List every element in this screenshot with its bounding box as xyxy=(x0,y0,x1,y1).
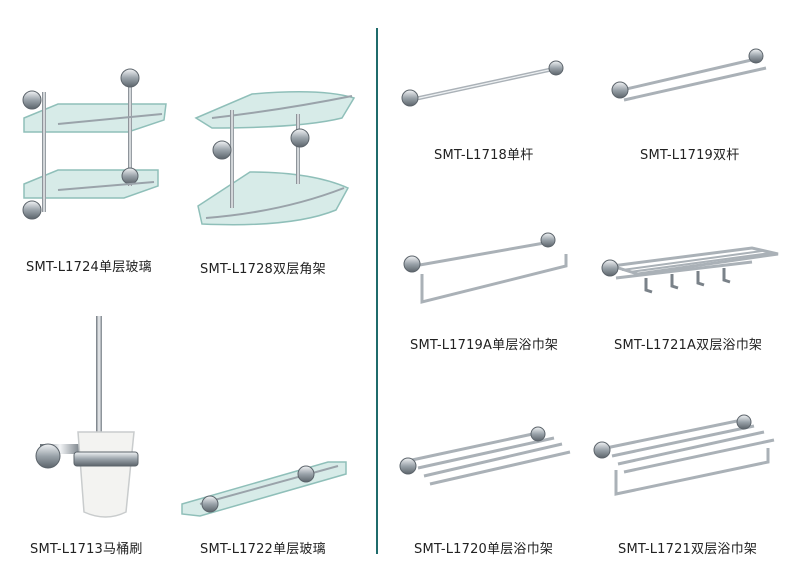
corner-glass-shelf-icon xyxy=(194,91,356,226)
single-towel-bar-icon xyxy=(401,60,564,107)
product-label: SMT-L1724单层玻璃 xyxy=(26,260,152,275)
single-towel-rack-icon xyxy=(399,426,571,486)
product-label: SMT-L1719双杆 xyxy=(640,148,740,163)
product-label: SMT-L1721A双层浴巾架 xyxy=(614,338,763,353)
product-card-l1713[interactable]: SMT-L1713马桶刷 xyxy=(22,312,182,562)
toilet-brush-holder-icon xyxy=(35,316,139,518)
product-label: SMT-L1713马桶刷 xyxy=(30,542,143,557)
product-label: SMT-L1728双层角架 xyxy=(200,262,326,277)
product-label: SMT-L1721双层浴巾架 xyxy=(618,542,758,557)
product-card-l1728[interactable]: SMT-L1728双层角架 xyxy=(192,88,362,277)
product-card-l1722[interactable]: SMT-L1722单层玻璃 xyxy=(178,452,358,562)
product-card-l1721a[interactable]: SMT-L1721A双层浴巾架 xyxy=(601,244,792,364)
product-card-l1721[interactable]: SMT-L1721双层浴巾架 xyxy=(592,414,792,562)
product-label: SMT-L1719A单层浴巾架 xyxy=(410,338,559,353)
double-glass-shelf-icon xyxy=(22,68,167,220)
single-glass-shelf-icon xyxy=(181,461,347,517)
double-towel-rack-icon xyxy=(593,414,775,496)
product-card-l1718[interactable]: SMT-L1718单杆 xyxy=(398,58,578,168)
section-divider xyxy=(376,28,378,554)
product-label: SMT-L1720单层浴巾架 xyxy=(414,542,554,557)
product-card-l1719[interactable]: SMT-L1719双杆 xyxy=(610,46,780,166)
product-card-l1720[interactable]: SMT-L1720单层浴巾架 xyxy=(398,426,578,562)
product-card-l1719a[interactable]: SMT-L1719A单层浴巾架 xyxy=(400,232,580,362)
towel-rack-with-hooks-icon xyxy=(601,246,779,294)
product-label: SMT-L1722单层玻璃 xyxy=(200,542,326,557)
product-label: SMT-L1718单杆 xyxy=(434,148,534,163)
product-card-l1724[interactable]: SMT-L1724单层玻璃 xyxy=(18,66,178,275)
towel-bar-with-lower-rail-icon xyxy=(403,232,568,304)
double-towel-bar-icon xyxy=(611,48,767,102)
